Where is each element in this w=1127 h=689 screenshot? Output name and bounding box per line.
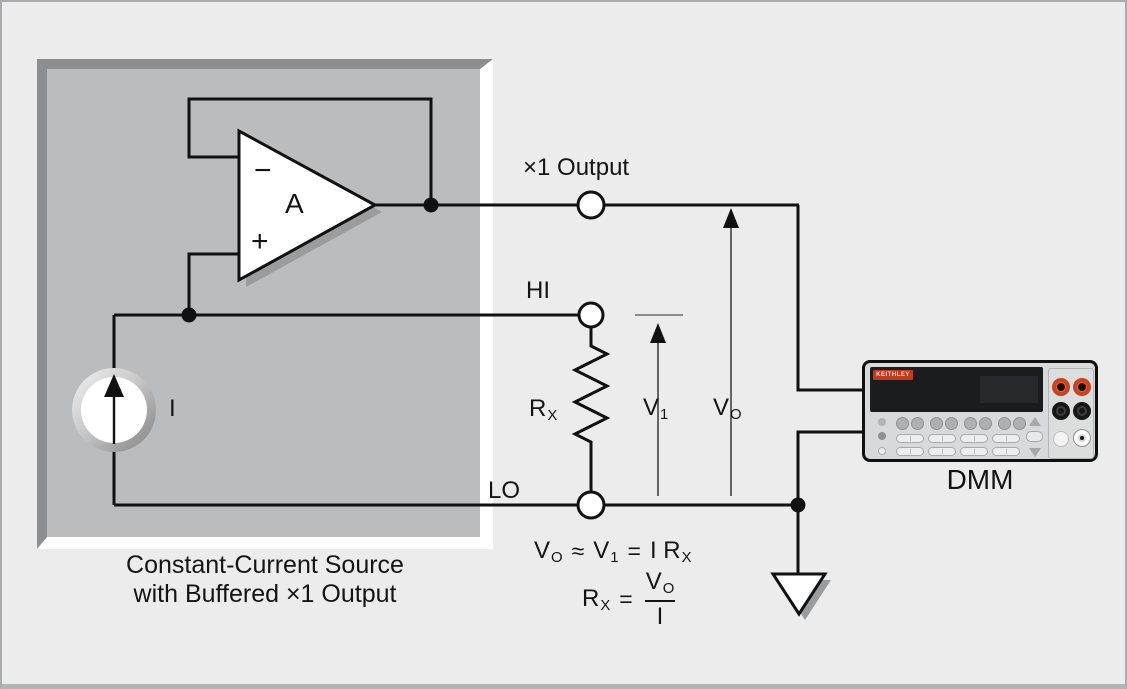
eq-term: V1 — [593, 537, 619, 567]
dmm-pill-button-row — [896, 434, 1024, 443]
equals-sign: = — [627, 538, 641, 565]
ground-icon — [770, 572, 828, 617]
junction-dot-plus — [181, 307, 197, 323]
dmm-button — [896, 417, 909, 430]
junction-dot-lo — [790, 497, 806, 513]
dmm-label: DMM — [946, 464, 1014, 495]
equals-sign: = — [619, 586, 633, 613]
opamp-plus-label: + — [251, 225, 269, 258]
dmm-lo-lead — [796, 430, 865, 574]
dmm-pill-button-row — [896, 447, 1024, 456]
eq-term: I RX — [649, 537, 692, 567]
dmm-input-jacks — [1048, 368, 1094, 459]
dmm-instrument: KEITHLEY — [862, 360, 1098, 462]
hi-label: HI — [526, 277, 550, 304]
resistor-rx — [571, 327, 611, 493]
dmm-button — [928, 434, 956, 443]
dmm-function-buttons — [896, 415, 1026, 459]
input-jack-red-icon — [1052, 378, 1070, 396]
lo-label: LO — [488, 477, 521, 504]
dmm-button — [998, 417, 1011, 430]
opamp-triangle — [237, 128, 379, 283]
opamp-gain-label: A — [285, 188, 304, 219]
up-arrow-icon — [1029, 417, 1041, 426]
dmm-button — [992, 434, 1020, 443]
input-jack-black-icon — [1073, 402, 1091, 420]
input-jack-white-icon — [1073, 429, 1091, 447]
fraction-numerator: VO — [645, 568, 675, 598]
dmm-button — [945, 417, 958, 430]
eq-term: VO — [534, 537, 563, 567]
dmm-button — [896, 434, 924, 443]
input-jack-red-icon — [1073, 378, 1091, 396]
opamp-minus-label: − — [254, 154, 272, 187]
dmm-mini-button — [878, 432, 886, 440]
v1-arrowhead-icon — [650, 323, 666, 343]
dmm-round-button-row — [896, 417, 1032, 430]
plus-input-wire — [187, 252, 241, 315]
fraction: VO I — [642, 570, 679, 629]
current-source-arrowhead-icon — [104, 374, 124, 397]
caption-line-1: Constant-Current Source — [126, 551, 404, 579]
front-rear-button-icon — [1053, 431, 1069, 447]
feedback-wire — [187, 97, 433, 205]
dmm-left-buttons — [872, 418, 892, 458]
caption-line-2: with Buffered ×1 Output — [133, 580, 397, 608]
fraction-denominator: I — [644, 600, 676, 629]
down-arrow-icon — [1029, 448, 1041, 457]
dmm-button — [1026, 431, 1043, 442]
equation-rx: RX = VO I — [582, 570, 678, 629]
v1-label: V1 — [643, 394, 669, 424]
dmm-button — [964, 417, 977, 430]
dmm-button — [960, 434, 988, 443]
x1-output-terminal — [576, 190, 606, 220]
dmm-button — [979, 417, 992, 430]
rx-label: RX — [529, 395, 558, 425]
dmm-button — [896, 447, 924, 456]
dmm-display: KEITHLEY — [870, 367, 1043, 412]
current-source-label: I — [169, 395, 176, 422]
input-jack-black-icon — [1052, 402, 1070, 420]
dmm-mini-button — [878, 418, 886, 426]
dmm-button — [960, 447, 988, 456]
equation-vo-v1: VO ≈ V1 = I RX — [534, 537, 692, 566]
dmm-secondary-display — [980, 376, 1038, 403]
lo-terminal — [576, 490, 606, 520]
dmm-button — [928, 447, 956, 456]
dmm-button — [992, 447, 1020, 456]
dmm-range-rocker — [1026, 415, 1044, 459]
x1-output-label: ×1 Output — [523, 154, 630, 181]
junction-dot-output — [423, 197, 439, 213]
keithley-logo: KEITHLEY — [873, 370, 913, 380]
dmm-button — [911, 417, 924, 430]
approx-sign: ≈ — [571, 538, 585, 565]
dmm-mini-button — [878, 447, 886, 455]
dmm-hi-lead — [796, 205, 865, 392]
vo-arrowhead-icon — [723, 208, 739, 228]
eq-term: RX — [582, 584, 611, 615]
dmm-button — [930, 417, 943, 430]
hi-terminal — [577, 301, 605, 329]
dmm-button — [1013, 417, 1026, 430]
vo-label: VO — [713, 394, 742, 424]
figure-caption: Constant-Current Source with Buffered ×1… — [37, 551, 493, 609]
